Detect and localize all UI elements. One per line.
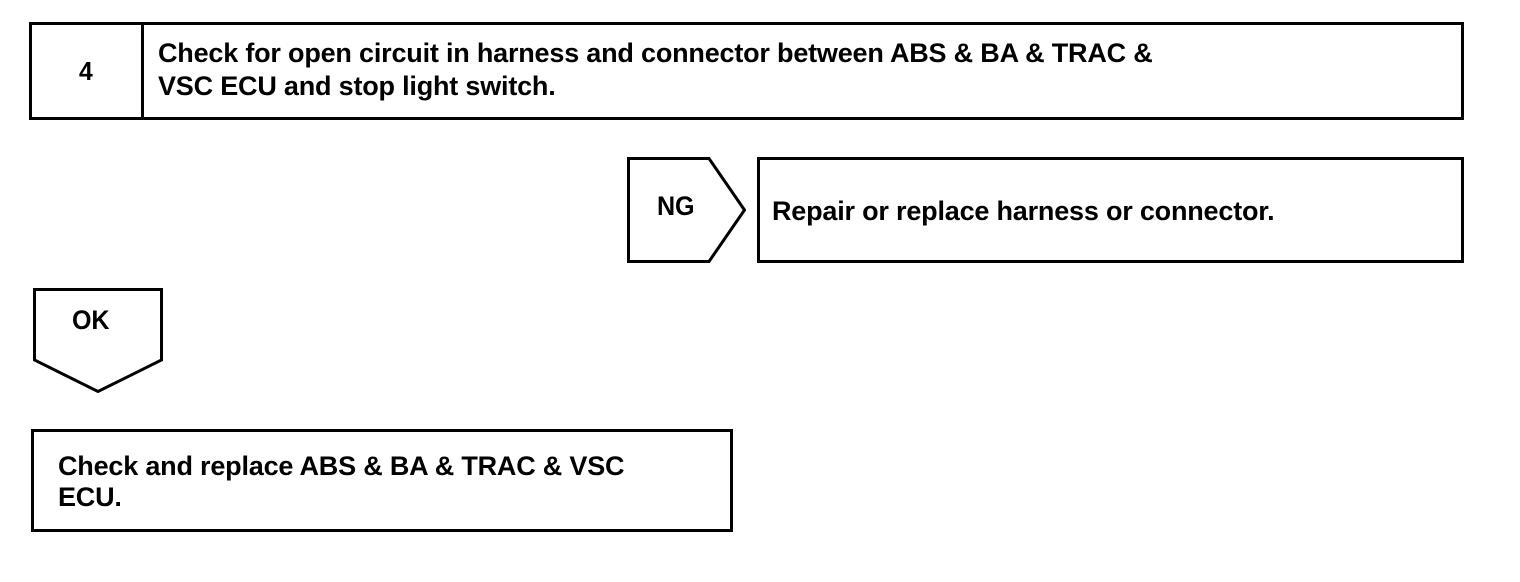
ok-branch-arrow: OK	[33, 288, 163, 393]
step-instruction-text: Check for open circuit in harness and co…	[158, 38, 1153, 101]
step-row: 4 Check for open circuit in harness and …	[29, 22, 1464, 120]
ok-branch-label: OK	[72, 305, 110, 335]
ng-result-text: Repair or replace harness or connector.	[772, 196, 1275, 226]
ng-result-box: Repair or replace harness or connector.	[757, 157, 1464, 263]
down-pentagon-arrow-icon	[33, 288, 163, 393]
step-number: 4	[79, 56, 93, 86]
step-instruction-cell: Check for open circuit in harness and co…	[147, 25, 1461, 117]
ok-result-box: Check and replace ABS & BA & TRAC & VSC …	[31, 429, 733, 532]
ng-branch-arrow: NG	[627, 157, 746, 263]
ng-branch-label: NG	[657, 191, 695, 221]
ok-result-text: Check and replace ABS & BA & TRAC & VSC …	[58, 451, 625, 512]
right-pentagon-arrow-icon	[627, 157, 746, 263]
step-number-cell: 4	[32, 25, 144, 117]
